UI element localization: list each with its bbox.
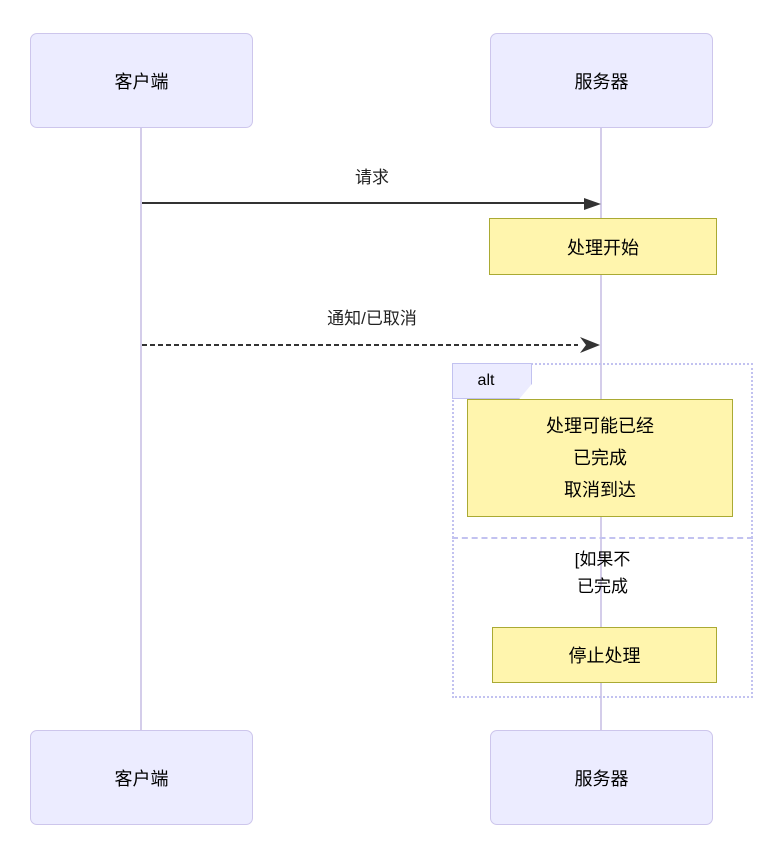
alt-else-condition-label: [如果不 已完成 (574, 550, 631, 596)
note-processing-start: 处理开始 (489, 218, 717, 275)
actor-client-bottom: 客户端 (30, 730, 253, 825)
open-arrowhead-icon (580, 337, 600, 353)
alt-frame-label: alt (452, 363, 532, 399)
lifeline-client (140, 128, 142, 730)
message-request-label: 请求 (355, 168, 389, 187)
request-arrow-line (142, 202, 586, 204)
actor-client-top: 客户端 (30, 33, 253, 128)
notify-arrow-line (142, 344, 578, 346)
filled-arrowhead-icon (584, 198, 601, 210)
actor-server-top: 服务器 (490, 33, 713, 128)
alt-else-divider (452, 537, 753, 539)
actor-server-bottom: 服务器 (490, 730, 713, 825)
alt-frame (452, 363, 753, 698)
note-maybe-already-completed: 处理可能已经 已完成 取消到达 (467, 399, 733, 517)
note-stop-processing: 停止处理 (492, 627, 717, 683)
message-notify-cancelled-label: 通知/已取消 (327, 309, 417, 328)
